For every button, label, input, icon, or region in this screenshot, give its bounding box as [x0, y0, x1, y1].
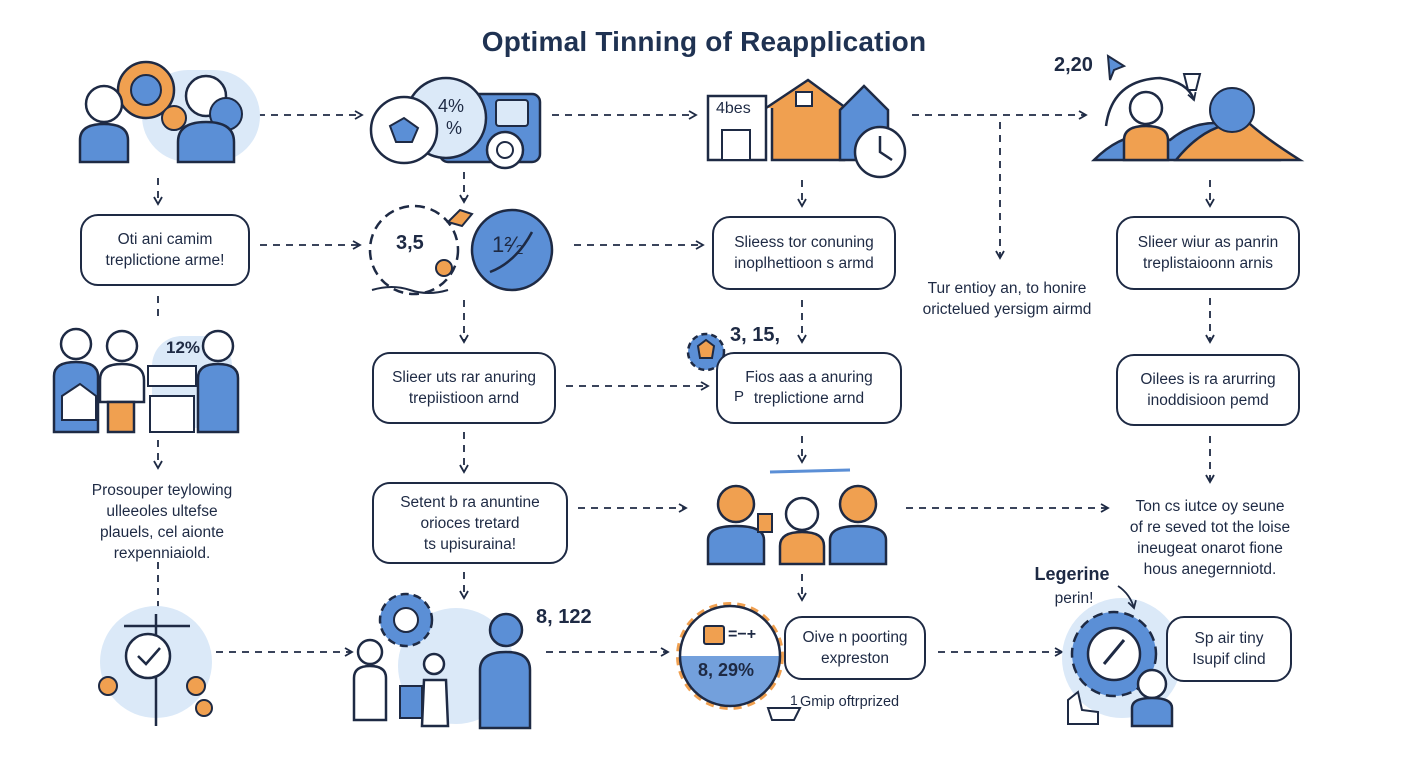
people-gear-illustration	[78, 60, 260, 164]
box-col3-row5: Oive n poorting expreston	[784, 616, 926, 680]
number-col1-row3: 12%	[166, 338, 201, 357]
number-col3-row5: 8, 29%	[698, 660, 755, 680]
text-col1-row4: Prosouper teylowing ulleeoles ultefse pl…	[91, 482, 233, 562]
gear-fraction-illustration	[368, 204, 554, 296]
number-col3-row3: 3, 15,	[730, 324, 781, 346]
box-col1-row2: Oti ani camim treplictione arme!	[80, 214, 250, 286]
legend-title: Legerine	[1034, 564, 1110, 584]
diagram-title: Optimal Tinning of Reapplication	[481, 26, 927, 57]
number-col2-row5: 8, 122	[536, 606, 592, 628]
fraction-col2-row2: 1²⁄₂	[492, 232, 524, 257]
box-col2-row4: Setent b ra anuntine orioces tretard ts …	[372, 482, 568, 564]
gear-hand-illustration	[1062, 585, 1182, 728]
number-col2-row1-a: 4%	[438, 96, 465, 116]
text-col3-row5-note: Gmip oftrprized	[800, 694, 900, 710]
box-col3-row2: Slieess tor conuning inoplhettioon s arm…	[712, 216, 896, 290]
equation-col3-row5: =−+	[728, 626, 757, 643]
tag-col3-row3: P	[734, 388, 745, 405]
gauge-gear-illustration	[676, 602, 802, 721]
number-col3-row1: 4bes	[716, 100, 751, 117]
gear-people-illustration	[352, 592, 532, 730]
truck-illustration	[369, 76, 542, 170]
clock-machine-illustration	[98, 606, 213, 726]
house-clock-illustration	[706, 78, 907, 179]
text-col4-row4: Ton cs iutce oy seune of re seved tot th…	[1129, 498, 1291, 578]
number-col2-row1-b: %	[446, 118, 463, 138]
box-col4-row5: Sp air tiny Isupif clind	[1166, 616, 1292, 682]
box-col4-row3: Oilees is ra arurring inoddisioon pemd	[1116, 354, 1300, 426]
connectors	[153, 110, 1215, 657]
text-col34-row2: Tur entioy an, to honire orictelued yers…	[922, 280, 1092, 318]
box-col4-row2: Slieer wiur as panrin treplistaioonn arn…	[1116, 216, 1300, 290]
legend-subtitle: perin!	[1054, 590, 1094, 607]
people-workbench-illustration	[52, 327, 240, 434]
three-people-illustration	[706, 468, 888, 566]
box-col2-row3: Slieer uts rar anuring trepiistioon arnd	[372, 352, 556, 424]
number-col4-row1: 2,20	[1054, 54, 1093, 76]
box-col3-row3: Fios aas a anuring treplictione arnd	[716, 352, 902, 424]
number-col3-row5-small: 1	[790, 692, 798, 708]
person-landscape-illustration	[1090, 54, 1305, 162]
number-col2-row2: 3,5	[396, 232, 424, 254]
